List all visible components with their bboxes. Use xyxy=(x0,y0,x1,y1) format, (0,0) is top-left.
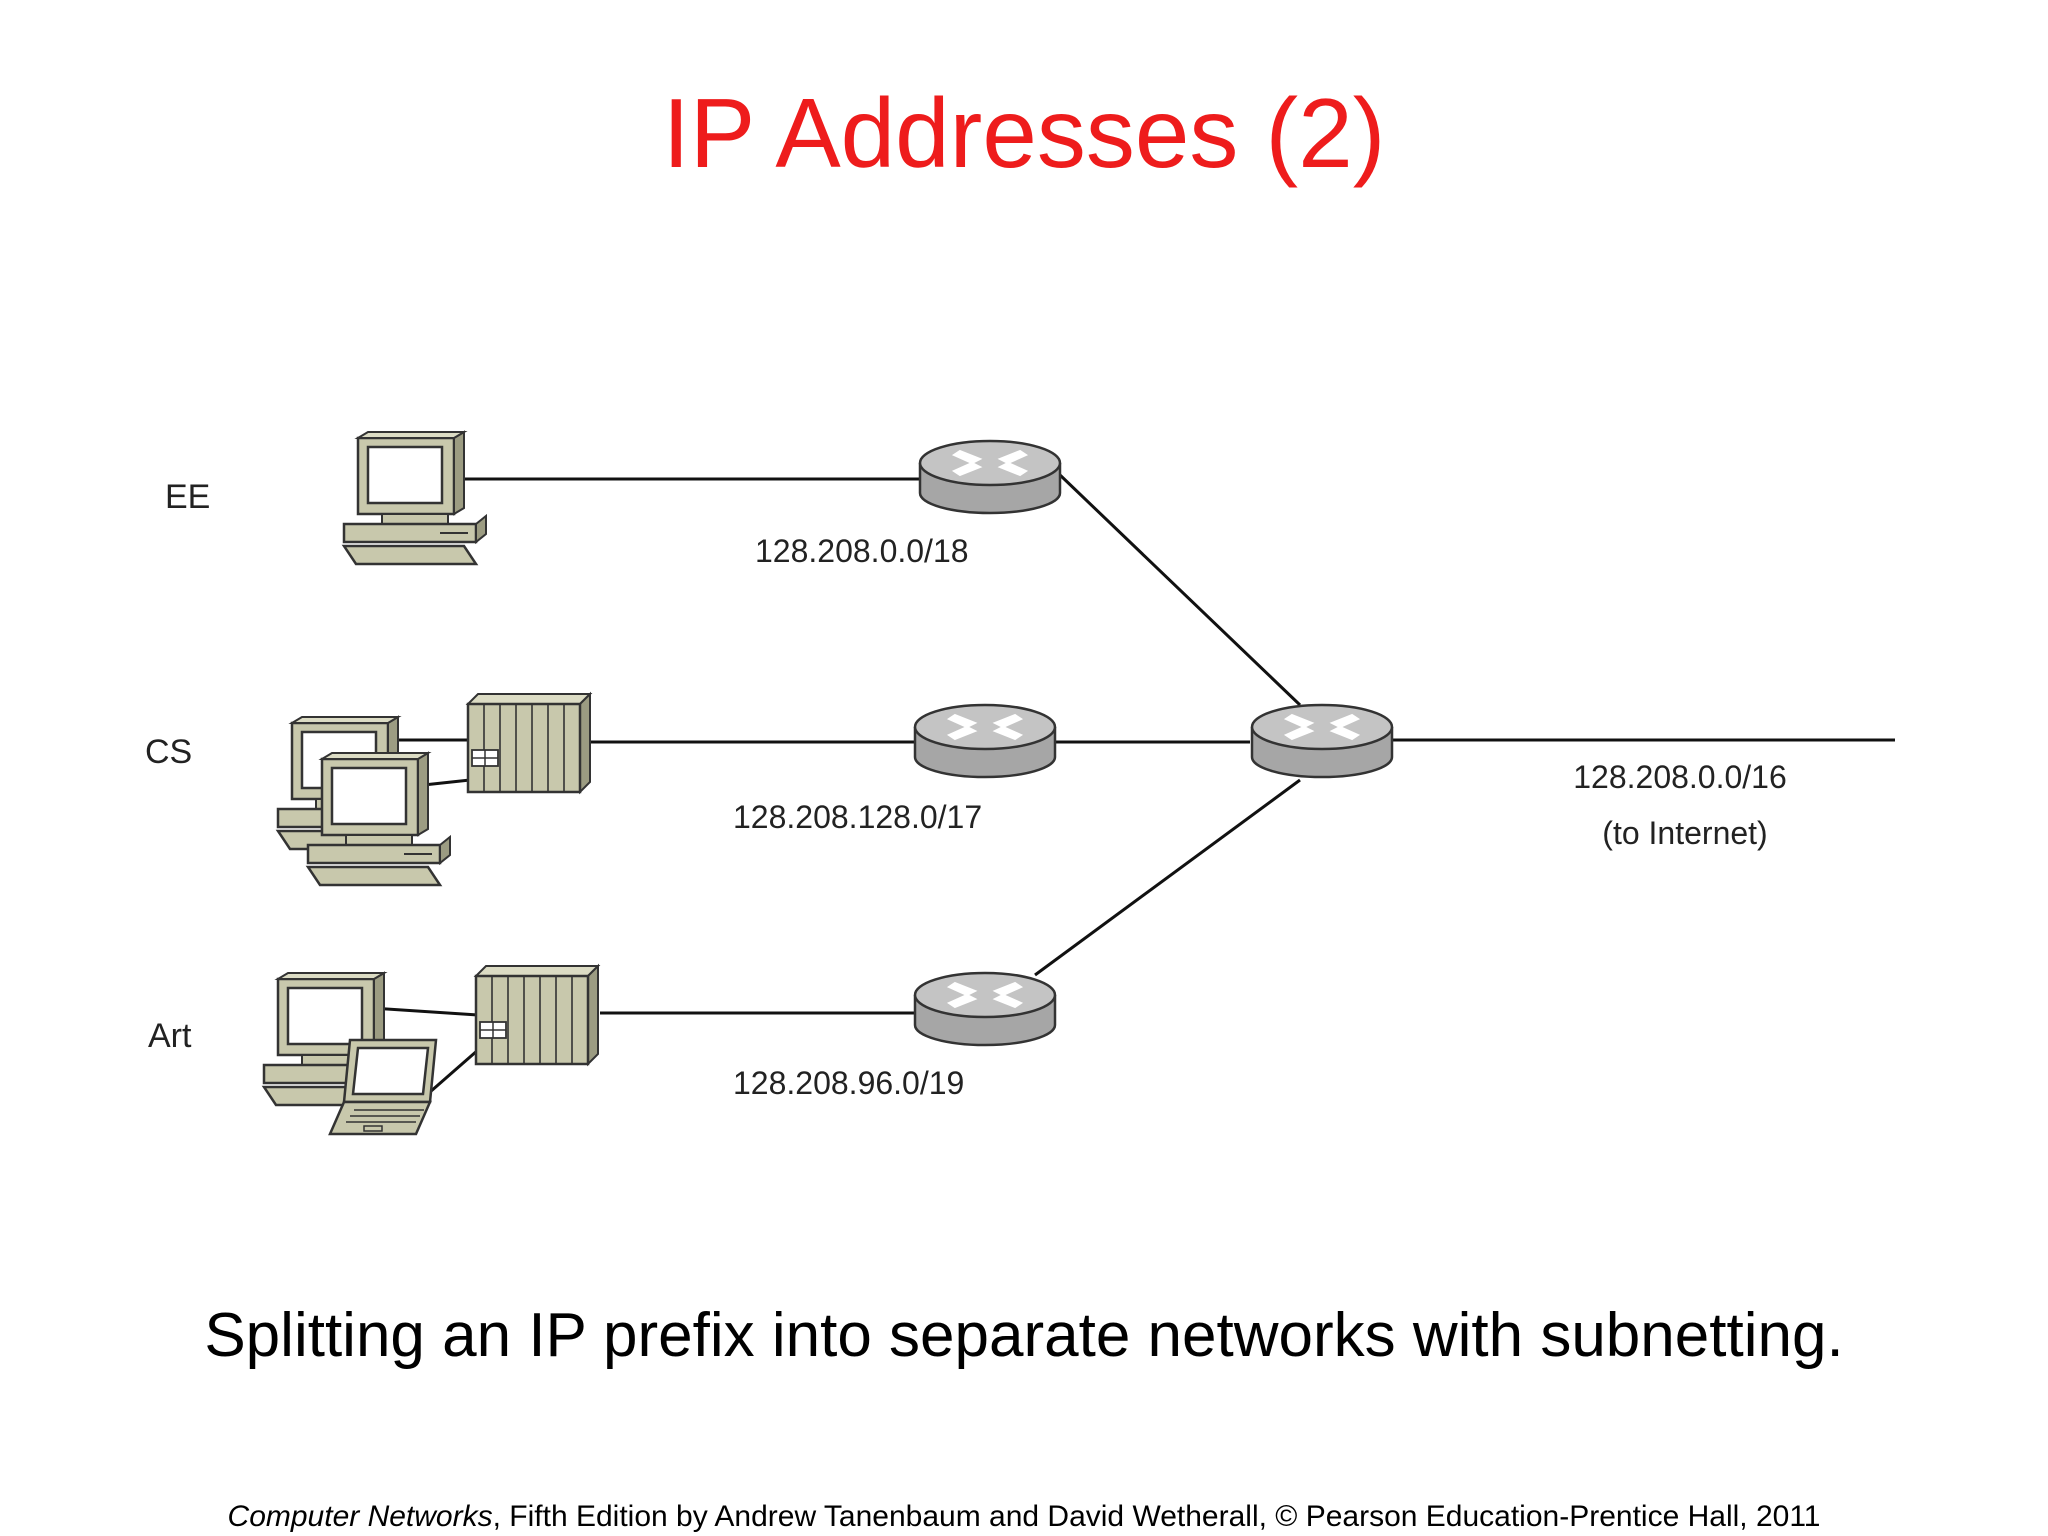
ee-router-icon xyxy=(918,439,1062,515)
cs-router-icon xyxy=(913,703,1057,779)
slide-caption: Splitting an IP prefix into separate net… xyxy=(204,1301,1844,1370)
subnet-label-cs: 128.208.128.0/17 xyxy=(733,799,982,835)
art-switch-icon xyxy=(474,964,600,1066)
cs-switch-icon xyxy=(466,692,592,794)
slide-footer: Computer Networks, Fifth Edition by Andr… xyxy=(0,1500,2048,1534)
footer-credits: , Fifth Edition by Andrew Tanenbaum and … xyxy=(492,1500,1821,1533)
uplink-prefix-label: 128.208.0.0/16 xyxy=(1573,759,1787,795)
core-router-icon xyxy=(1250,703,1394,779)
subnet-label-art: 128.208.96.0/19 xyxy=(733,1065,964,1101)
footer-book-title: Computer Networks xyxy=(227,1500,493,1533)
slide-title: IP Addresses (2) xyxy=(662,78,1386,188)
subnet-label-ee: 128.208.0.0/18 xyxy=(755,533,969,569)
uplink-note-label: (to Internet) xyxy=(1602,815,1767,851)
ee-desktop-computer-icon xyxy=(342,430,488,566)
department-label-art: Art xyxy=(148,1017,192,1055)
art-router-icon xyxy=(913,971,1057,1047)
department-label-cs: CS xyxy=(145,733,192,771)
department-label-ee: EE xyxy=(165,478,210,516)
cs-desktop-computer-icon xyxy=(306,751,452,887)
